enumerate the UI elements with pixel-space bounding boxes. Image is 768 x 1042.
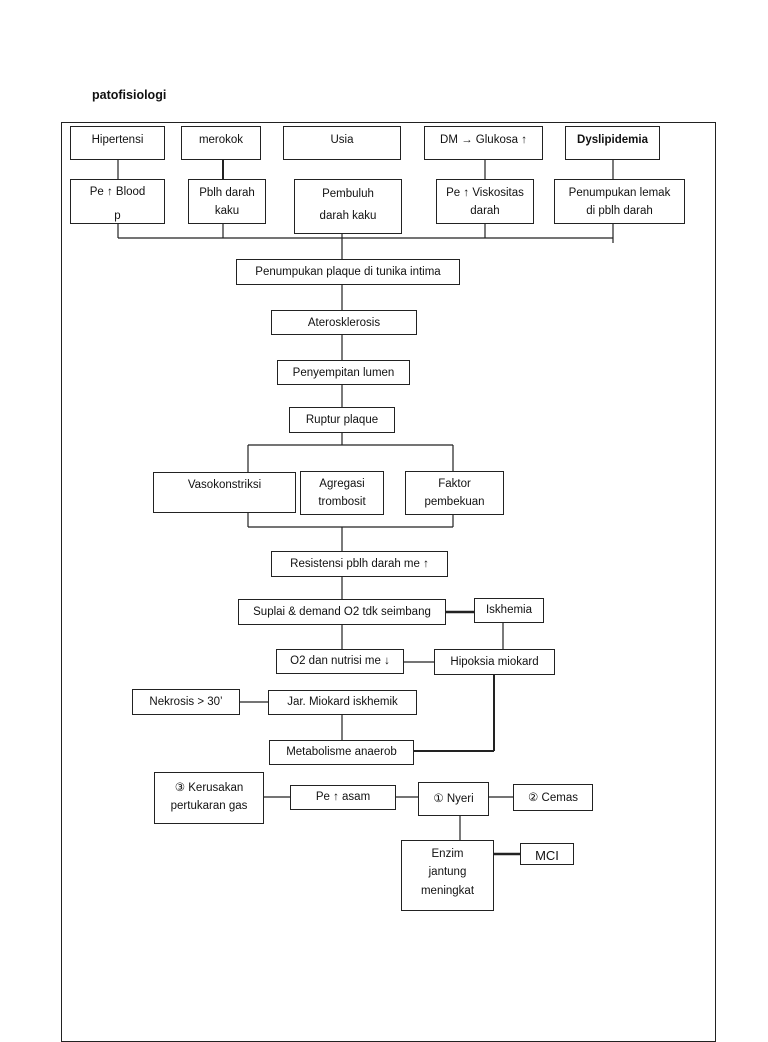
page-title: patofisiologi <box>92 88 167 102</box>
node-hipertensi: Hipertensi <box>70 126 165 160</box>
node-ruptur-plaque: Ruptur plaque <box>289 407 395 433</box>
node-penumpukan-plaque: Penumpukan plaque di tunika intima <box>236 259 460 285</box>
node-nyeri: ① Nyeri <box>418 782 489 816</box>
node-hipoksia-miokard: Hipoksia miokard <box>434 649 555 675</box>
node-jar-miokard-iskhemik: Jar. Miokard iskhemik <box>268 690 417 715</box>
node-mci: MCI <box>520 843 574 865</box>
node-dyslipidemia: Dyslipidemia <box>565 126 660 160</box>
node-metabolisme-anaerob: Metabolisme anaerob <box>269 740 414 765</box>
node-o2-nutrisi: O2 dan nutrisi me ↓ <box>276 649 404 674</box>
node-iskhemia: Iskhemia <box>474 598 544 623</box>
node-vasokonstriksi: Vasokonstriksi <box>153 472 296 513</box>
node-aterosklerosis: Aterosklerosis <box>271 310 417 335</box>
node-merokok: merokok <box>181 126 261 160</box>
node-penyempitan-lumen: Penyempitan lumen <box>277 360 410 385</box>
node-resistensi: Resistensi pblh darah me ↑ <box>271 551 448 577</box>
node-pe-asam: Pe ↑ asam <box>290 785 396 810</box>
node-nekrosis: Nekrosis > 30’ <box>132 689 240 715</box>
node-usia: Usia <box>283 126 401 160</box>
node-dm-glukosa: DM → Glukosa ↑ <box>424 126 543 160</box>
node-suplai-demand: Suplai & demand O2 tdk seimbang <box>238 599 446 625</box>
node-cemas: ② Cemas <box>513 784 593 811</box>
